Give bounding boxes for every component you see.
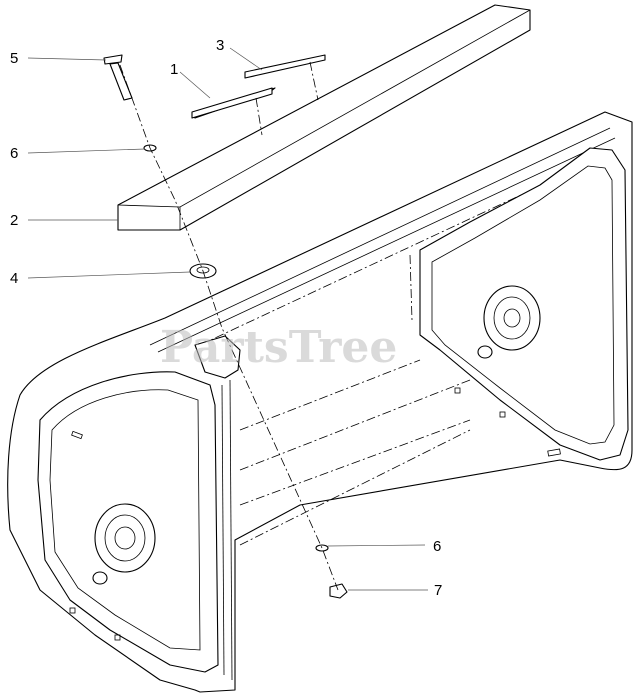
callout-1: 1: [170, 61, 178, 78]
leader-1: [179, 71, 211, 99]
leader-5: [27, 57, 107, 61]
decal-center-line-3: [309, 61, 319, 101]
part-2-wear-bar: [117, 4, 531, 231]
part-5-bolt: [103, 54, 133, 101]
callout-4: 4: [10, 270, 18, 287]
callout-7: 7: [434, 582, 442, 599]
part-7-nut: [329, 583, 348, 599]
callout-5: 5: [10, 50, 18, 67]
decal-center-line-1: [255, 97, 263, 136]
leader-6a: [27, 148, 146, 154]
part-3-decal: [244, 54, 326, 79]
leader-6b: [327, 544, 426, 547]
callout-2: 2: [10, 212, 18, 229]
watermark: PartsTree: [160, 322, 397, 373]
part-6-washer-lower: [315, 544, 329, 552]
assembly-axis-line: [119, 64, 339, 591]
callout-6-upper: 6: [10, 145, 18, 162]
leader-4: [27, 271, 191, 279]
auger-housing: [7, 111, 633, 693]
callout-3: 3: [216, 37, 224, 54]
leader-3: [229, 47, 263, 71]
part-1-decal: [191, 87, 276, 119]
callout-6-lower: 6: [433, 538, 441, 555]
